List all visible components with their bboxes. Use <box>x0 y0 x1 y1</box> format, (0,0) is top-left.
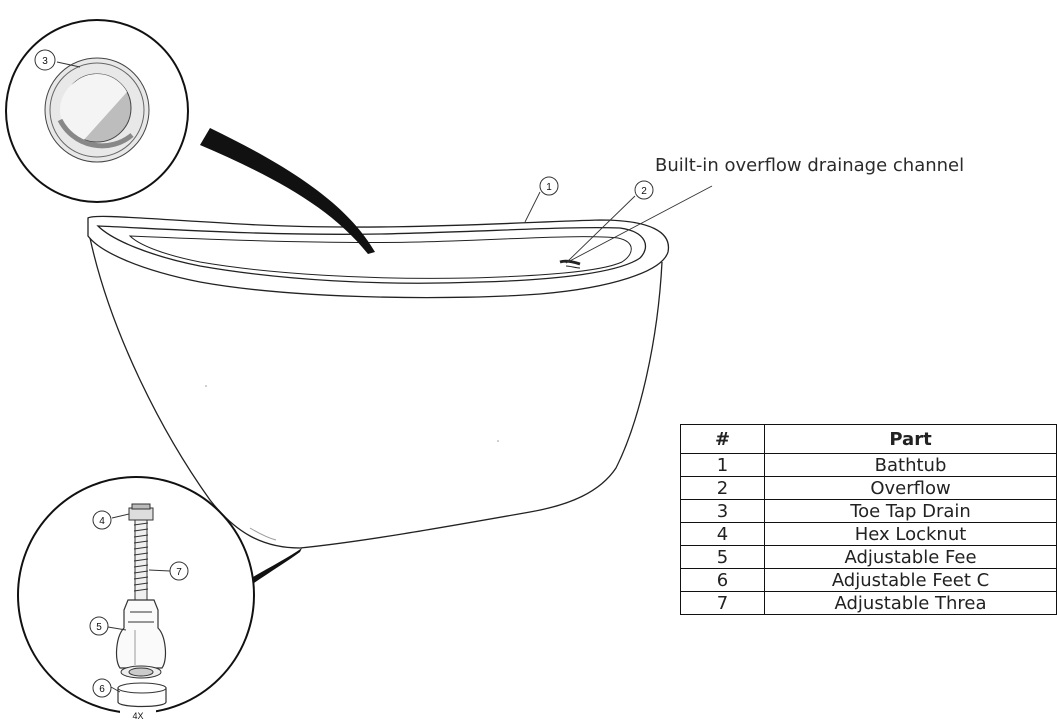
parts-table: # Part 1 Bathtub 2 Overflow 3 Toe Tap Dr… <box>679 424 1057 615</box>
row-number: 6 <box>679 568 766 592</box>
callout-2: 2 <box>634 180 654 200</box>
table-row: 2 Overflow <box>679 476 1057 500</box>
row-part: Adjustable Fee <box>764 545 1057 569</box>
svg-text:7: 7 <box>176 567 182 578</box>
svg-text:4: 4 <box>99 516 105 527</box>
row-part: Adjustable Feet C <box>764 568 1057 592</box>
header-part: Part <box>764 424 1057 454</box>
row-number: 4 <box>679 522 766 546</box>
leader-lines <box>56 61 713 693</box>
callout-7: 7 <box>169 561 189 581</box>
bathtub-basin <box>128 235 632 279</box>
table-row: 1 Bathtub <box>679 453 1057 477</box>
table-row: 4 Hex Locknut <box>679 522 1057 546</box>
row-number: 5 <box>679 545 766 569</box>
parts-table-header: # Part <box>679 424 1057 454</box>
row-number: 2 <box>679 476 766 500</box>
row-part: Bathtub <box>764 453 1057 477</box>
svg-text:3: 3 <box>42 56 48 67</box>
callout-1: 1 <box>539 176 559 196</box>
row-number: 1 <box>679 453 766 477</box>
drain-highlight <box>60 73 127 142</box>
drain-connector <box>200 128 375 254</box>
overflow-annotation: Built-in overflow drainage channel <box>655 155 965 176</box>
svg-text:6: 6 <box>99 684 105 695</box>
svg-text:1: 1 <box>546 182 552 193</box>
feet-detail: 4X <box>17 476 255 721</box>
callout-3: 3 <box>34 49 56 71</box>
row-part: Hex Locknut <box>764 522 1057 546</box>
callout-4: 4 <box>92 510 112 530</box>
bathtub-rim-inner <box>96 225 647 284</box>
row-number: 3 <box>679 499 766 523</box>
svg-text:5: 5 <box>96 622 102 633</box>
row-part: Toe Tap Drain <box>764 499 1057 523</box>
bathtub-shell-right <box>299 261 663 549</box>
callout-6: 6 <box>92 678 112 698</box>
row-number: 7 <box>679 591 766 615</box>
table-row: 5 Adjustable Fee <box>679 545 1057 569</box>
quantity-label: 4X <box>132 711 143 721</box>
feet-connector <box>240 548 302 590</box>
row-part: Overflow <box>764 476 1057 500</box>
svg-text:2: 2 <box>641 186 647 197</box>
table-row: 7 Adjustable Threa <box>679 591 1057 615</box>
drain-detail <box>5 19 189 203</box>
header-number: # <box>679 424 766 454</box>
overflow-slot <box>559 259 581 266</box>
row-part: Adjustable Threa <box>764 591 1057 615</box>
bathtub-rim-outer <box>87 215 670 299</box>
threaded-rod <box>133 519 149 611</box>
table-row: 3 Toe Tap Drain <box>679 499 1057 523</box>
adjustable-foot-body <box>115 599 167 669</box>
callout-5: 5 <box>89 616 109 636</box>
bathtub-shell-left <box>89 237 301 549</box>
table-row: 6 Adjustable Feet C <box>679 568 1057 592</box>
